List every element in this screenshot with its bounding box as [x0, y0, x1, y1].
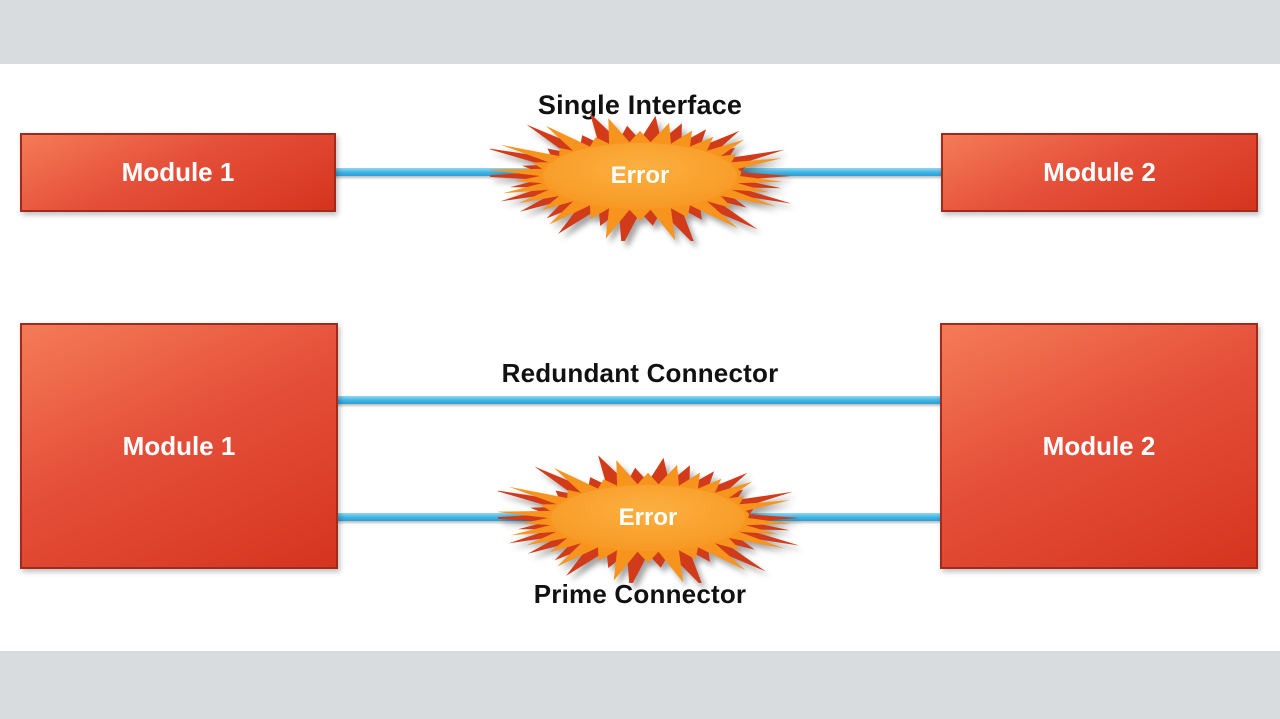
redundant-connector-line [334, 396, 944, 404]
module-1-label-redundant: Module 1 [122, 430, 236, 461]
single-interface-label: Single Interface [537, 90, 743, 120]
module-1-box-single: Module 1 [20, 133, 336, 212]
module-2-label-single: Module 2 [1043, 157, 1156, 187]
module-2-label-redundant: Module 2 [1042, 430, 1156, 461]
module-1-label-single: Module 1 [121, 157, 235, 187]
top-band [0, 0, 1280, 64]
starburst-icon [498, 455, 798, 583]
starburst-icon [490, 113, 790, 241]
bottom-band [0, 651, 1280, 719]
module-2-box-redundant: Module 2 [940, 323, 1258, 569]
module-1-box-redundant: Module 1 [20, 323, 338, 569]
module-2-box-single: Module 2 [941, 133, 1258, 212]
error-label-prime: Error [618, 504, 678, 531]
error-starburst-single: Error [490, 111, 790, 241]
error-starburst-prime: Error [498, 453, 798, 583]
redundant-connector-label: Redundant Connector [501, 358, 779, 388]
prime-connector-label: Prime Connector [533, 579, 747, 609]
error-label-single: Error [610, 162, 670, 189]
